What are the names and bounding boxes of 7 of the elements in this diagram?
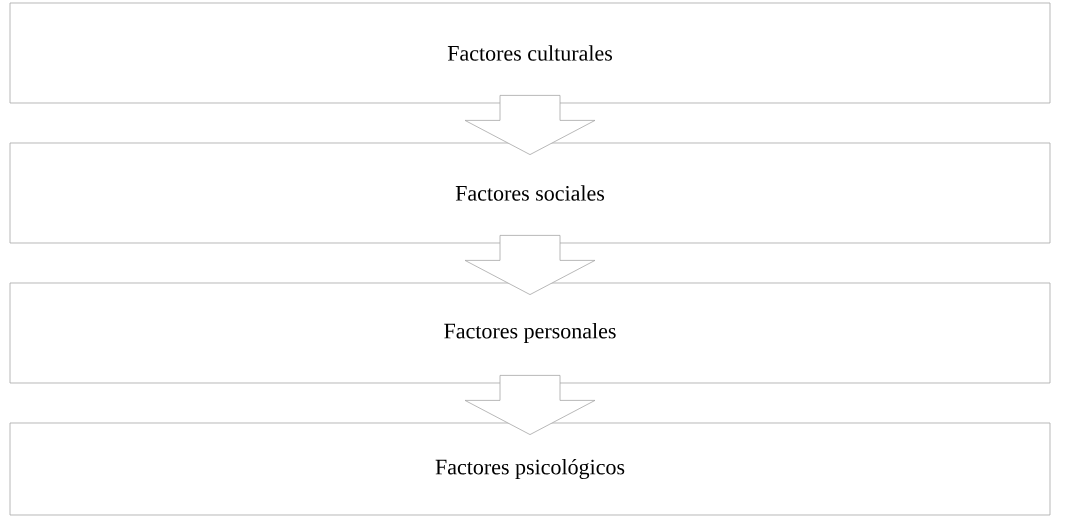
process-box: Factores personales	[9, 282, 1051, 384]
process-box: Factores sociales	[9, 142, 1051, 244]
process-box: Factores culturales	[9, 2, 1051, 104]
arrow	[464, 95, 596, 155]
arrow	[464, 235, 596, 295]
arrow	[464, 375, 596, 435]
process-box: Factores psicológicos	[9, 422, 1051, 516]
